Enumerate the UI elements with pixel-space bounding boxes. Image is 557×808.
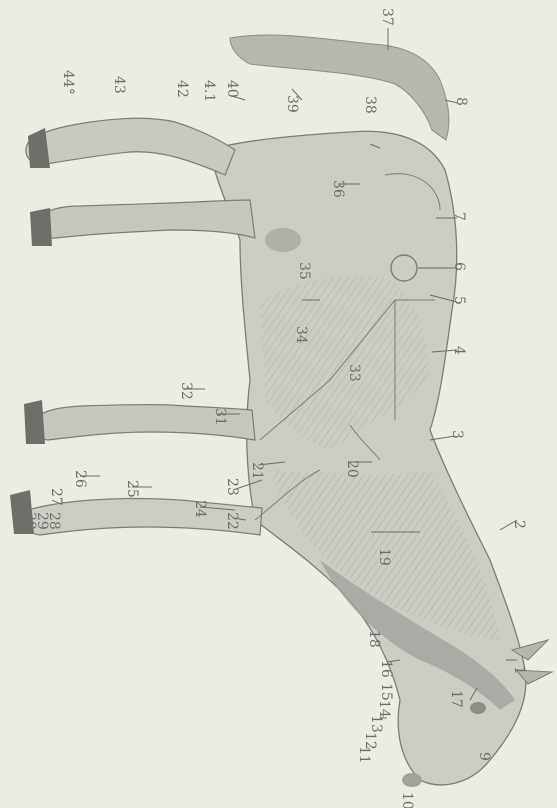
part-label: 5 xyxy=(451,296,467,305)
part-label: 18 xyxy=(366,630,382,648)
part-label: 30 xyxy=(22,512,38,530)
part-label: 1 xyxy=(511,666,527,675)
part-label: 42 xyxy=(174,80,190,98)
eye xyxy=(470,702,486,714)
stifle xyxy=(265,228,301,252)
part-label: 24 xyxy=(192,500,208,518)
part-label: 3 xyxy=(449,430,465,439)
part-label: 17 xyxy=(448,690,464,708)
part-label: 4 xyxy=(451,346,467,355)
part-label: 22 xyxy=(224,512,240,530)
part-label: 36 xyxy=(330,180,346,198)
nostril xyxy=(402,773,422,787)
part-label: 40 xyxy=(224,80,240,98)
part-label: 37 xyxy=(379,8,395,26)
part-label: 19 xyxy=(376,548,392,566)
part-label: 10 xyxy=(399,792,415,808)
part-label: 14 xyxy=(376,700,392,718)
part-label: 6 xyxy=(451,262,467,271)
part-label: 25 xyxy=(124,480,140,498)
part-label: 7 xyxy=(451,212,467,221)
part-label: 4.1 xyxy=(201,80,217,102)
part-label: 8 xyxy=(453,97,469,106)
part-label: 2 xyxy=(511,520,527,529)
part-label: 43 xyxy=(111,76,127,94)
part-label: 38 xyxy=(362,96,378,114)
part-label: 35 xyxy=(296,262,312,280)
part-label: 39 xyxy=(284,95,300,113)
part-label: 34 xyxy=(293,326,309,344)
part-label: 26 xyxy=(72,470,88,488)
part-label: 27 xyxy=(48,488,64,506)
part-label: 15 xyxy=(378,683,394,701)
part-label: 23 xyxy=(224,478,240,496)
part-label: 31 xyxy=(212,408,228,426)
part-label: 44° xyxy=(60,70,76,95)
part-label: 33 xyxy=(346,364,362,382)
part-label: 12 xyxy=(362,732,378,750)
part-label: 16 xyxy=(378,660,394,678)
part-label: 9 xyxy=(476,752,492,761)
part-label: 21 xyxy=(249,462,265,480)
front-hoof-far xyxy=(24,400,45,444)
part-label: 20 xyxy=(344,460,360,478)
hind-hoof-far xyxy=(30,208,52,246)
part-label: 32 xyxy=(178,382,194,400)
